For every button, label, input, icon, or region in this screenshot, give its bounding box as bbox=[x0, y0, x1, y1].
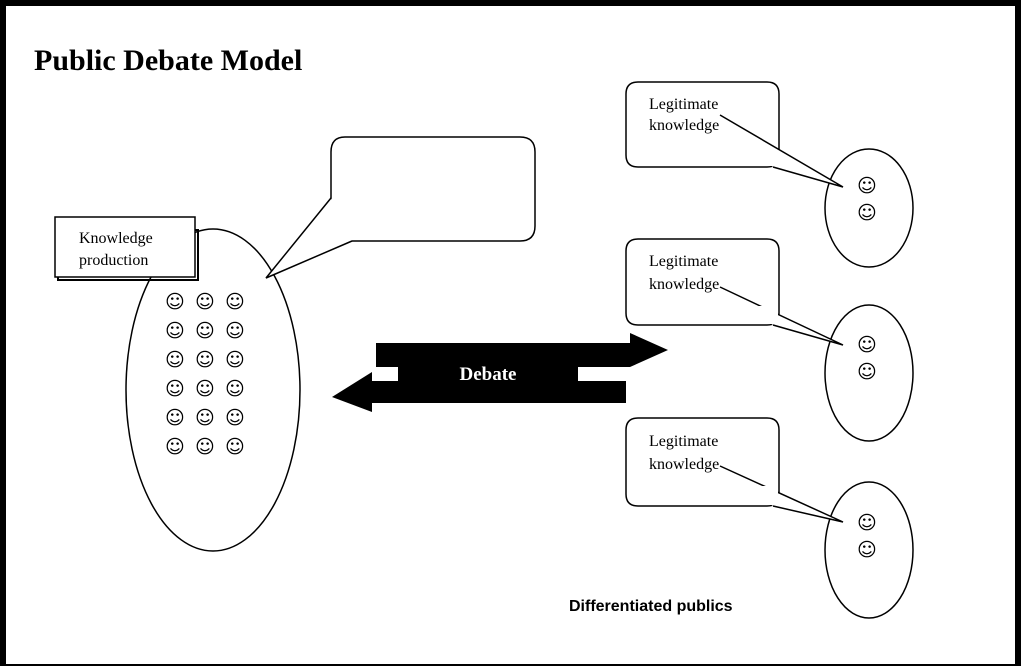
producers-ellipse bbox=[125, 228, 301, 552]
smiley-icon: ☺ bbox=[195, 291, 215, 313]
public-group-1: ☺ ☺ Legitimate knowledge bbox=[625, 81, 914, 268]
smiley-icon: ☺ bbox=[857, 539, 877, 561]
smiley-icon: ☺ bbox=[165, 407, 185, 429]
smiley-icon: ☺ bbox=[857, 361, 877, 383]
smiley-icon: ☺ bbox=[195, 349, 215, 371]
empty-speech-bubble bbox=[265, 136, 536, 279]
bubble-line2: knowledge bbox=[649, 276, 719, 293]
smiley-icon: ☺ bbox=[225, 320, 245, 342]
smiley-icon: ☺ bbox=[195, 378, 215, 400]
producer-smileys: ☺ ☺ ☺ ☺ ☺ ☺ ☺ ☺ ☺ ☺ ☺ ☺ ☺ ☺ ☺ ☺ ☺ ☺ bbox=[165, 291, 245, 458]
debate-double-arrow: Debate bbox=[332, 333, 668, 412]
smiley-icon: ☺ bbox=[225, 349, 245, 371]
public-group-3: ☺ ☺ Legitimate knowledge bbox=[625, 417, 914, 619]
knowledge-production-line1: Knowledge bbox=[79, 230, 153, 247]
smiley-icon: ☺ bbox=[857, 175, 877, 197]
page-title: Public Debate Model bbox=[34, 44, 303, 77]
smiley-icon: ☺ bbox=[165, 291, 185, 313]
smiley-icon: ☺ bbox=[857, 512, 877, 534]
bubble-line1: Legitimate bbox=[649, 96, 718, 113]
smiley-icon: ☺ bbox=[165, 320, 185, 342]
smiley-icon: ☺ bbox=[165, 436, 185, 458]
legitimate-knowledge-bubble: Legitimate knowledge bbox=[625, 81, 844, 188]
smiley-icon: ☺ bbox=[857, 334, 877, 356]
bubble-line1: Legitimate bbox=[649, 253, 718, 270]
knowledge-production-line2: production bbox=[79, 252, 148, 269]
legitimate-knowledge-bubble: Legitimate knowledge bbox=[625, 238, 844, 346]
bubble-line2: knowledge bbox=[649, 456, 719, 473]
debate-label: Debate bbox=[460, 364, 517, 385]
smiley-icon: ☺ bbox=[225, 291, 245, 313]
bubble-line1: Legitimate bbox=[649, 433, 718, 450]
smiley-icon: ☺ bbox=[225, 378, 245, 400]
smiley-icon: ☺ bbox=[225, 436, 245, 458]
public-group-2: ☺ ☺ Legitimate knowledge bbox=[625, 238, 914, 442]
legitimate-knowledge-bubble: Legitimate knowledge bbox=[625, 417, 844, 523]
bubble-line2: knowledge bbox=[649, 117, 719, 134]
smiley-icon: ☺ bbox=[195, 320, 215, 342]
smiley-icon: ☺ bbox=[195, 407, 215, 429]
smiley-icon: ☺ bbox=[165, 349, 185, 371]
smiley-icon: ☺ bbox=[165, 378, 185, 400]
differentiated-publics-caption: Differentiated publics bbox=[569, 598, 733, 615]
public-ellipse bbox=[824, 148, 914, 268]
smiley-icon: ☺ bbox=[857, 202, 877, 224]
public-ellipse bbox=[824, 481, 914, 619]
smiley-icon: ☺ bbox=[225, 407, 245, 429]
knowledge-production-callout: Knowledge production bbox=[54, 216, 199, 281]
smiley-icon: ☺ bbox=[195, 436, 215, 458]
public-ellipse bbox=[824, 304, 914, 442]
